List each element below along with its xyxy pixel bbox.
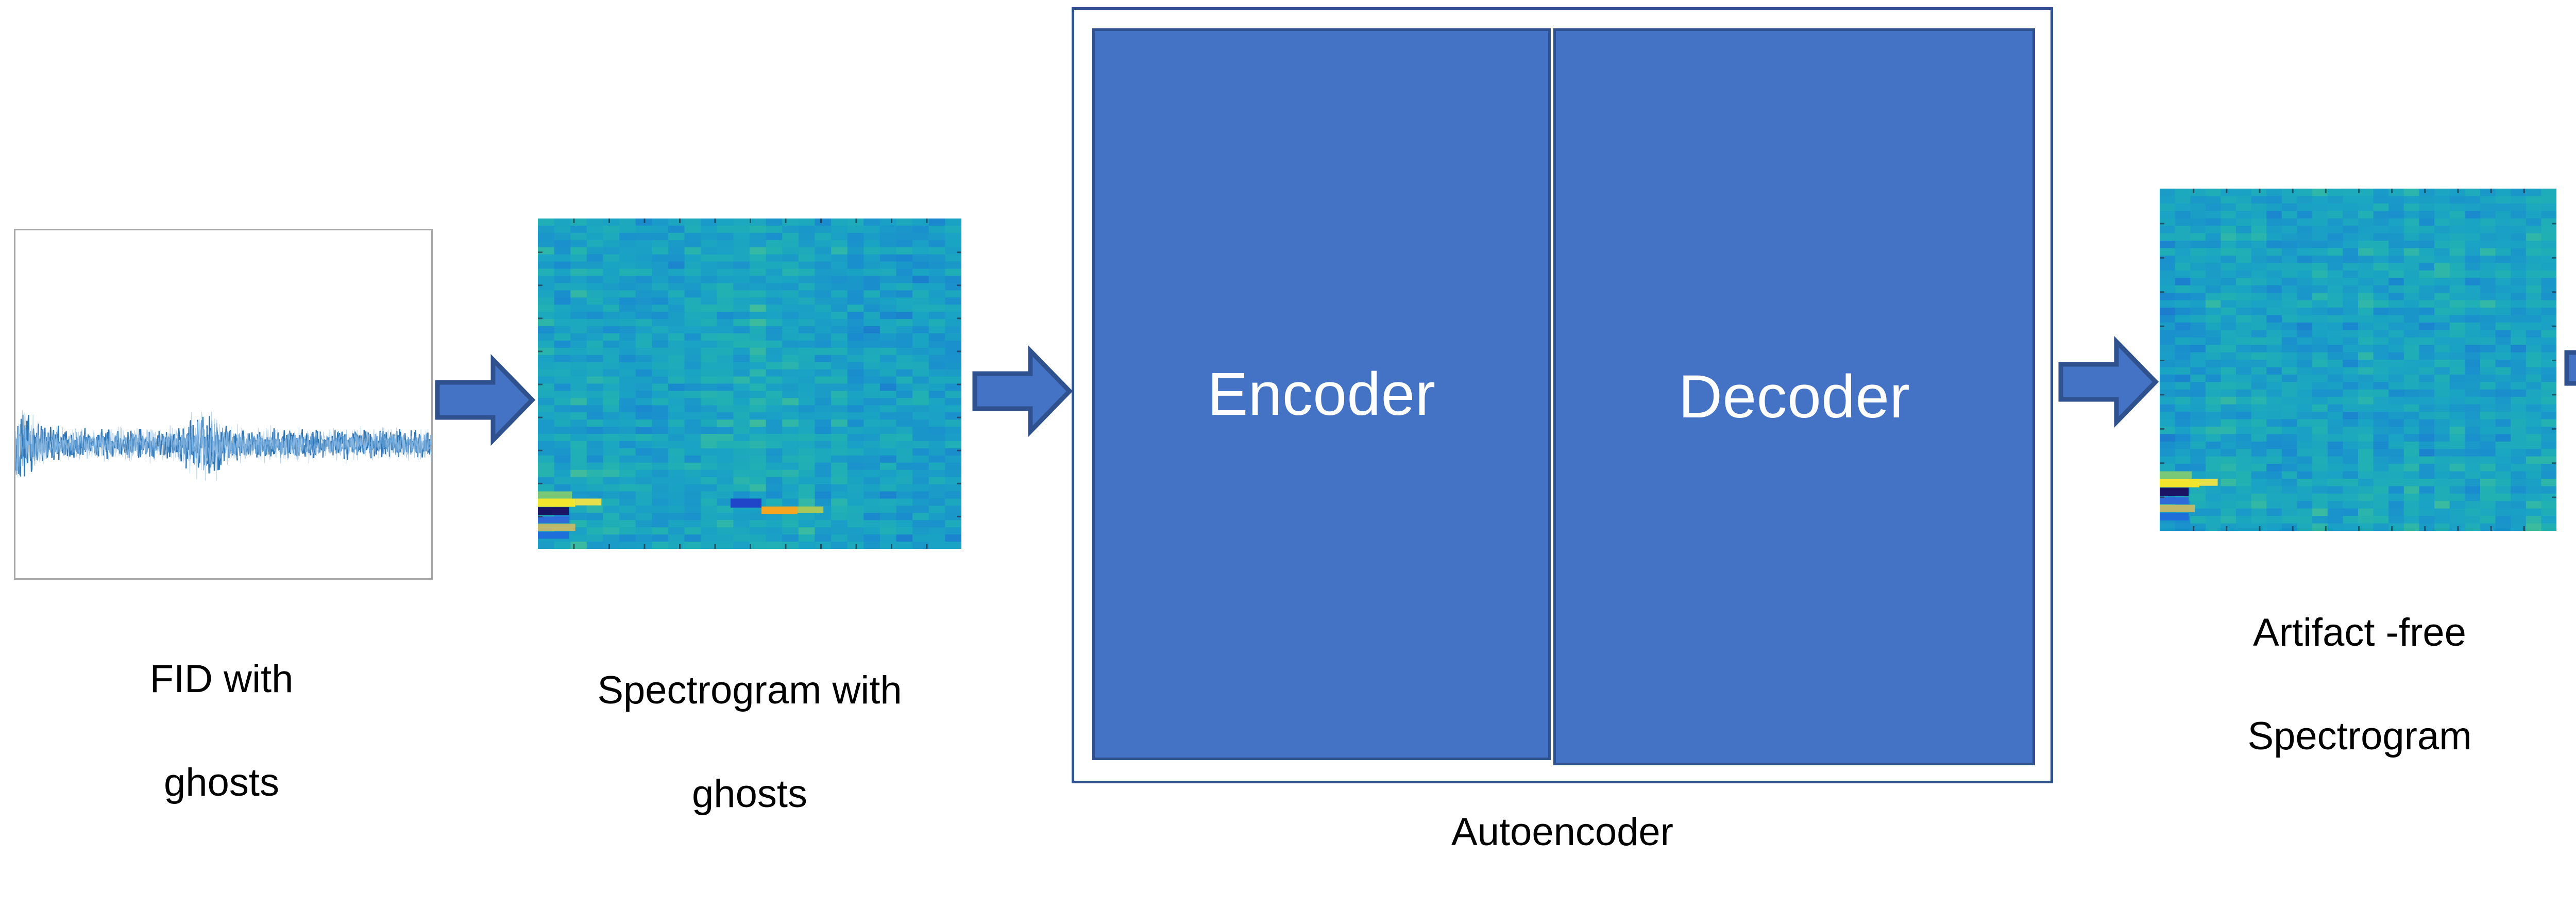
spectrogram-input-image	[538, 219, 961, 549]
caption-fid-input-line1: FID with	[149, 657, 294, 701]
caption-fid-input: FID with ghosts	[0, 602, 443, 809]
spectrogram-output-image	[2160, 189, 2556, 531]
arrow-right-icon-2	[972, 345, 1073, 438]
caption-spec-input-line1: Spectrogram with	[597, 668, 902, 713]
encoder-label: Encoder	[1207, 360, 1436, 428]
caption-spectrogram-output: Artifact -free Spectrogram	[2133, 556, 2576, 762]
caption-spectrogram-input: Spectrogram with ghosts	[495, 613, 1005, 820]
arrow-right-icon-1	[435, 354, 536, 446]
arrow-right-icon-4	[2564, 330, 2576, 406]
spectrogram-input-pixels	[538, 219, 961, 549]
decoder-label: Decoder	[1678, 363, 1910, 431]
fid-input-plot	[14, 229, 433, 580]
encoder-block[interactable]: Encoder	[1092, 28, 1551, 760]
fid-input-trace	[15, 410, 431, 481]
caption-spec-input-line2: ghosts	[692, 771, 807, 816]
caption-fid-input-line2: ghosts	[164, 760, 279, 804]
decoder-block[interactable]: Decoder	[1553, 28, 2035, 765]
caption-spec-output-line2: Spectrogram	[2247, 714, 2472, 758]
caption-spec-output-line1: Artifact -free	[2253, 611, 2466, 655]
autoencoder-container: Encoder Decoder	[1072, 7, 2053, 783]
arrow-right-icon-3	[2058, 335, 2159, 428]
caption-autoencoder: Autoencoder	[1451, 810, 1673, 854]
spectrogram-output-pixels	[2160, 189, 2556, 531]
